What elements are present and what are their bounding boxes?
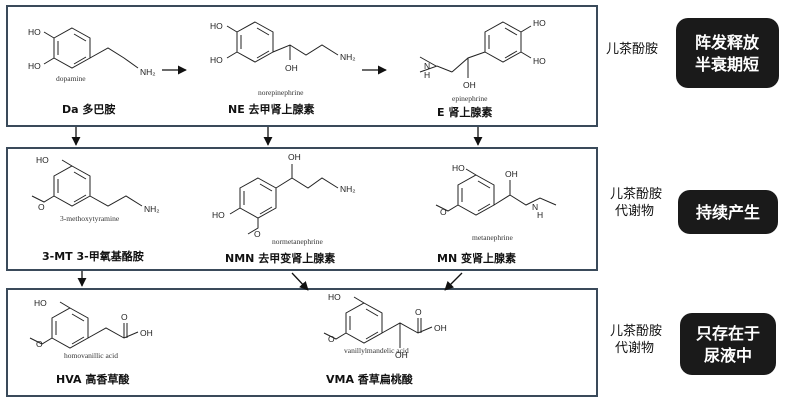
molecule-label-e: E 肾上腺素 — [437, 105, 492, 119]
badge-line: 半衰期短 — [695, 55, 759, 74]
molecule-normetanephrine: OH NH₂ HO O normetanephrine NMN 去甲变肾上腺素 — [212, 152, 356, 265]
panel-catecholamines — [6, 5, 598, 127]
arrow-mn-to-vma — [444, 272, 463, 291]
atom-label: O — [440, 207, 447, 217]
atom-label: OH — [140, 328, 153, 338]
atom-label: N — [532, 202, 538, 212]
molecule-epinephrine: HO HO N H OH epinephrine E 肾上腺素 — [419, 18, 546, 119]
atom-label: OH — [463, 80, 476, 90]
badge-continuous-production: 持续产生 — [678, 190, 778, 234]
badge-line: 只存在于 — [696, 324, 760, 343]
atom-label: NH₂ — [340, 184, 356, 194]
molecule-name: dopamine — [56, 74, 86, 83]
atom-label: O — [328, 334, 335, 344]
molecule-name: norepinephrine — [258, 88, 304, 97]
molecule-label-nmn: NMN 去甲变肾上腺素 — [225, 251, 335, 265]
molecule-metanephrine: HO O OH N H metanephrine MN 变肾上腺素 — [435, 163, 557, 265]
molecule-homovanillic-acid: HO O O OH homovanillic acid HVA 高香草酸 — [29, 298, 153, 386]
badge-line: 持续产生 — [696, 203, 760, 222]
atom-label: O — [36, 339, 43, 349]
atom-label: HO — [210, 21, 223, 31]
badge-urine-only: 只存在于 尿液中 — [680, 313, 776, 375]
atom-label: HO — [28, 61, 41, 71]
atom-label: OH — [505, 169, 518, 179]
atom-label: O — [415, 307, 422, 317]
molecule-vanillylmandelic-acid: HO O O OH OH vanillylmandelic acid VMA 香… — [323, 292, 447, 386]
molecule-label-hva: HVA 高香草酸 — [56, 372, 130, 386]
molecule-name: metanephrine — [472, 233, 513, 242]
atom-label: O — [254, 229, 261, 239]
molecule-label-vma: VMA 香草扁桃酸 — [326, 372, 414, 386]
atom-label: HO — [328, 292, 341, 302]
molecule-name: vanillylmandelic acid — [344, 346, 409, 355]
side-label-metabolites-line2: 代谢物 — [615, 203, 654, 219]
side-label-metabolites-line1: 儿茶酚胺 — [610, 186, 662, 202]
side-label-metabolites2-line1: 儿茶酚胺 — [610, 323, 662, 339]
atom-label: H — [537, 210, 543, 220]
molecule-dopamine: HO HO NH₂ dopamine Da 多巴胺 — [28, 27, 156, 116]
atom-label: HO — [36, 155, 49, 165]
badge-line: 阵发释放 — [695, 33, 760, 52]
atom-label: OH — [434, 323, 447, 333]
badge-line: 尿液中 — [704, 346, 752, 365]
molecule-name: normetanephrine — [272, 237, 323, 246]
molecule-label-da: Da 多巴胺 — [62, 102, 115, 116]
molecule-norepinephrine: HO HO OH NH₂ norepinephrine NE 去甲肾上腺素 — [210, 21, 356, 116]
atom-label: HO — [212, 210, 225, 220]
atom-label: O — [121, 312, 128, 322]
atom-label: OH — [285, 63, 298, 73]
atom-label: HO — [533, 18, 546, 28]
arrow-nmn-to-vma — [291, 272, 309, 291]
atom-label: HO — [533, 56, 546, 66]
atom-label: OH — [395, 350, 408, 360]
side-label-metabolites2-line2: 代谢物 — [615, 340, 654, 356]
badge-paroxysmal-release: 阵发释放 半衰期短 — [676, 18, 779, 88]
atom-label: OH — [288, 152, 301, 162]
atom-label: NH₂ — [144, 204, 160, 214]
side-label-catecholamines: 儿茶酚胺 — [606, 41, 658, 57]
molecule-name: epinephrine — [452, 94, 488, 103]
atom-label: HO — [210, 55, 223, 65]
atom-label: HO — [34, 298, 47, 308]
atom-label: O — [38, 202, 45, 212]
atom-label: N — [424, 61, 430, 71]
atom-label: H — [424, 70, 430, 80]
atom-label: HO — [28, 27, 41, 37]
molecule-name: homovanillic acid — [64, 351, 118, 360]
atom-label: HO — [452, 163, 465, 173]
molecule-3-methoxytyramine: HO O NH₂ 3-methoxytyramine 3-MT 3-甲氧基酪胺 — [31, 155, 160, 263]
molecule-label-3mt: 3-MT 3-甲氧基酪胺 — [42, 249, 144, 263]
panel-metabolites-1 — [6, 147, 598, 271]
molecule-label-ne: NE 去甲肾上腺素 — [228, 102, 315, 116]
atom-label: NH₂ — [140, 67, 156, 77]
molecule-label-mn: MN 变肾上腺素 — [437, 251, 516, 265]
molecule-name: 3-methoxytyramine — [60, 214, 120, 223]
atom-label: NH₂ — [340, 52, 356, 62]
